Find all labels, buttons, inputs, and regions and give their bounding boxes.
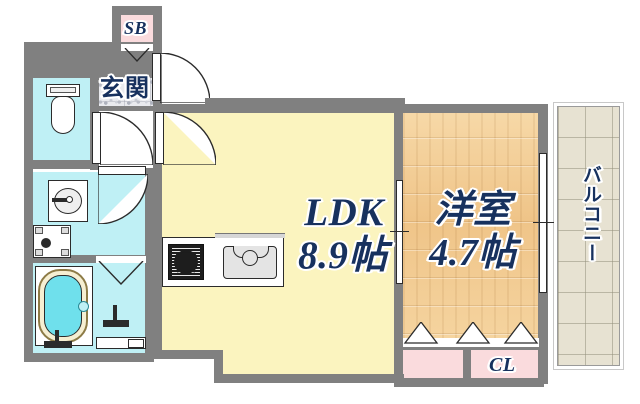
closet-right-area <box>470 348 539 382</box>
bath-folding-door-icon <box>98 261 144 285</box>
label-closet: CL <box>489 354 516 376</box>
label-ldk-name: LDK <box>304 191 384 234</box>
washing-machine-space-icon <box>33 225 71 258</box>
shower-mixer-bar-icon <box>103 320 129 327</box>
wall-bath-bottom <box>24 353 154 362</box>
label-genkan: 玄関 <box>100 76 150 102</box>
wall-sb-right <box>153 6 162 48</box>
room-washitsu-floor <box>403 110 539 355</box>
shower-mixer-stem-icon <box>113 305 117 323</box>
ldk-door-swing-icon <box>163 112 216 165</box>
label-washitsu-name: 洋室 <box>434 189 512 231</box>
sliding-door-rail-mark <box>390 231 409 233</box>
wall-genkan-top <box>112 6 162 15</box>
bathtub-faucet-icon <box>55 330 59 345</box>
wall-closet-bottom <box>394 378 544 387</box>
balcony-floor <box>557 106 620 366</box>
label-washitsu-area: 4.7帖 <box>429 232 517 274</box>
wall-toilet-bottom <box>24 160 99 169</box>
label-balcony: バルコニー <box>580 165 601 263</box>
wall-ldk-top <box>153 104 403 113</box>
closet-folding-door-right-icon <box>503 322 539 344</box>
bathtub-drain-icon <box>78 301 89 312</box>
kitchen-sink-icon <box>223 246 277 279</box>
label-ldk-area: 8.9帖 <box>298 234 388 277</box>
basin-drain-icon <box>66 196 73 203</box>
label-shoe-box: SB <box>124 18 148 38</box>
bath-door-opening[interactable] <box>96 256 146 263</box>
wall-washroom-right <box>145 168 154 362</box>
toilet-bowl-icon <box>51 96 75 134</box>
shoe-box-door[interactable] <box>121 44 153 51</box>
balcony-door-rail-mark <box>533 222 554 224</box>
wall-closet-left <box>394 344 403 387</box>
wall-closet-divider <box>463 344 471 384</box>
wall-sb-left <box>112 6 121 48</box>
sb-door-marker-icon <box>124 48 150 62</box>
wall-ldk-bottom-step <box>153 350 223 359</box>
wall-washroom-split <box>24 255 149 263</box>
wall-ldk-bottom <box>214 374 404 383</box>
wall-entry-right-stub <box>205 98 405 107</box>
hall-door-swing-icon <box>100 112 153 165</box>
basin-faucet-icon <box>52 198 68 202</box>
toilet-tank-detail <box>50 87 76 93</box>
balcony-outer-frame <box>553 102 624 370</box>
wall-ldk-step-vertical <box>214 350 223 382</box>
closet-folding-door-center-icon <box>455 322 491 344</box>
bathtub-faucet-bar-icon <box>44 341 72 348</box>
kitchen-counter-edge <box>215 233 285 238</box>
entrance-door-swing-icon <box>160 53 210 103</box>
washroom-door-swing-icon <box>98 174 148 224</box>
bathtub-water-icon <box>44 275 82 337</box>
wall-ldk-left <box>153 104 162 350</box>
closet-folding-door-left-icon <box>403 322 439 344</box>
wall-bedroom-top <box>394 104 548 113</box>
bath-ledge-box-icon <box>128 339 144 348</box>
closet-left-area <box>403 348 464 382</box>
gas-stove-icon <box>168 244 204 280</box>
wall-hall-top <box>90 106 162 111</box>
wall-left-outer <box>24 42 33 362</box>
